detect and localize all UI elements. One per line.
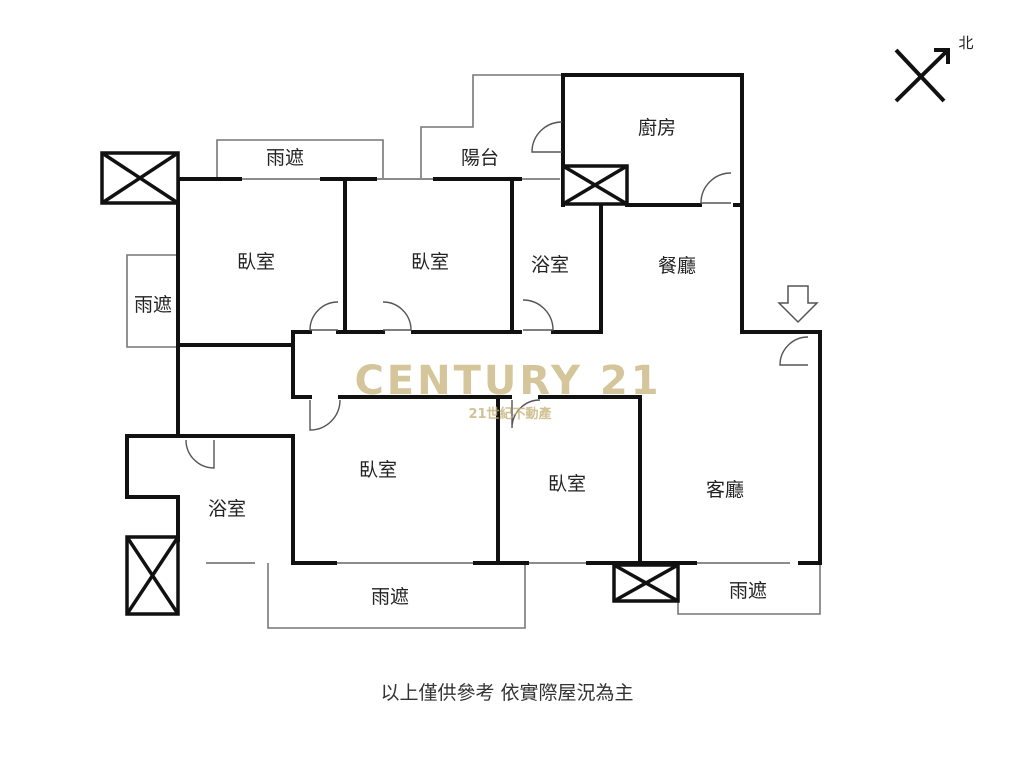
disclaimer-text: 以上僅供參考 依實際屋況為主 xyxy=(380,682,634,704)
doors xyxy=(185,121,809,469)
entrance-arrow-icon xyxy=(777,285,819,324)
label-bedroom-b: 臥室 xyxy=(411,251,449,273)
label-awning-bottom: 雨遮 xyxy=(371,586,409,608)
watermark-sub: 21世紀不動產 xyxy=(468,406,551,422)
windows xyxy=(206,178,790,564)
label-bath-a: 浴室 xyxy=(531,254,569,276)
label-bedroom-a: 臥室 xyxy=(237,251,275,273)
watermark-brand: CENTURY 21 xyxy=(354,358,661,404)
compass-icon xyxy=(894,48,950,103)
compass-north-label: 北 xyxy=(958,34,973,52)
label-bedroom-c: 臥室 xyxy=(359,459,397,481)
label-awning-top: 雨遮 xyxy=(266,147,304,169)
walls xyxy=(125,73,822,565)
label-bath-b: 浴室 xyxy=(208,498,246,520)
label-dining: 餐廳 xyxy=(658,255,696,277)
label-living: 客廳 xyxy=(706,479,744,501)
label-awning-left: 雨遮 xyxy=(134,294,172,316)
shaft-boxes xyxy=(100,151,680,616)
label-kitchen: 廚房 xyxy=(638,116,676,139)
label-bedroom-d: 臥室 xyxy=(548,473,586,495)
label-awning-right: 雨遮 xyxy=(729,580,767,602)
label-balcony: 陽台 xyxy=(461,147,499,169)
